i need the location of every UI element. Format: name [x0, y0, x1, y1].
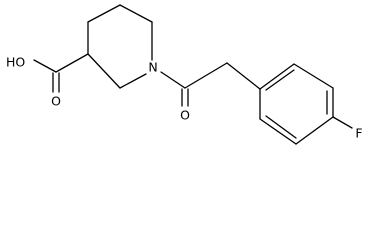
aromatic-inner-bond-c [265, 115, 297, 139]
bond-n-carbonyl [160, 71, 186, 89]
hydroxyl-label: HO [6, 55, 25, 70]
piperidine-ring [87, 4, 153, 89]
bond-c5-c6 [119, 4, 153, 23]
bond-carbonyl-ch2 [184, 62, 228, 89]
ring-nitrogen-label: N [148, 60, 157, 75]
fluorophenyl-ring [259, 63, 353, 145]
amide-carbonyl-oxygen-label: O [180, 108, 190, 123]
atom-labels: HO O N O F [6, 55, 363, 141]
bond-cooh-oh [33, 59, 57, 73]
acid-carbonyl-oxygen-label: O [51, 94, 61, 109]
bond-ar4-ar5 [295, 116, 334, 145]
bond-c3-cooh [55, 53, 89, 73]
bond-ar2-ar3 [293, 63, 334, 89]
carboxylic-acid-group [33, 53, 89, 93]
bond-c2-c3 [87, 53, 121, 89]
chemical-structure-diagram: HO O N O F [6, 4, 363, 145]
bond-ch2-aryl [226, 62, 261, 90]
bond-ar1-ar2 [259, 63, 295, 90]
acyl-linker [160, 62, 261, 107]
bond-ar4-fluorine [332, 116, 353, 129]
bond-ar5-ar6 [259, 118, 297, 145]
bond-n-c2 [119, 73, 147, 89]
fluorine-label: F [355, 126, 362, 141]
bond-c4-c5 [87, 4, 121, 23]
aromatic-inner-bond-a [265, 69, 295, 91]
